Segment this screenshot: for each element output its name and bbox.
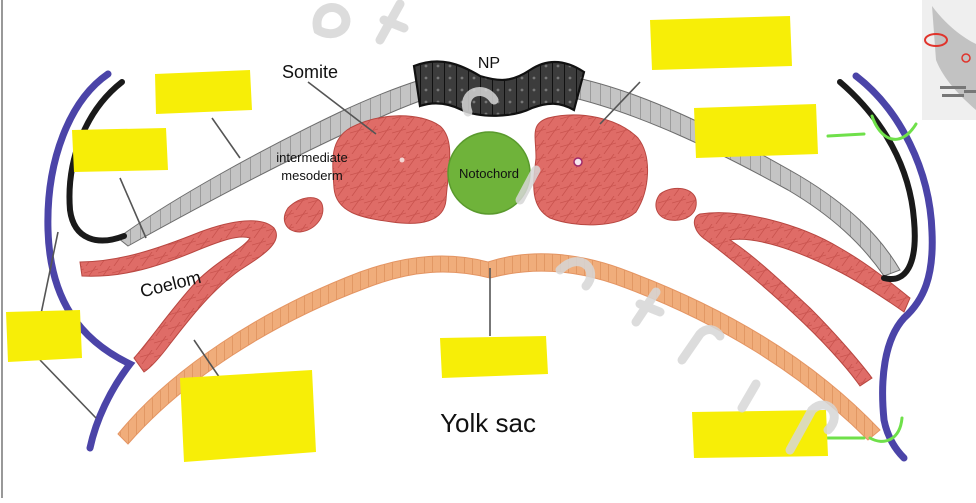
leader-box-left-lower bbox=[39, 359, 97, 419]
outer-membrane-blue-right bbox=[852, 72, 936, 462]
green-mark-upper-hook bbox=[870, 114, 918, 141]
leader-box-top-left bbox=[211, 117, 241, 159]
lateral-plate-mesoderm-right bbox=[693, 212, 911, 387]
leader-box-top-right bbox=[599, 81, 641, 125]
label-box-mid-left bbox=[72, 128, 168, 172]
label-box-right bbox=[694, 104, 818, 158]
somite-left bbox=[332, 115, 451, 224]
label-box-top-left bbox=[155, 70, 252, 114]
inset-highlight-circle bbox=[924, 33, 948, 47]
outer-membrane-black-left bbox=[66, 79, 127, 244]
label-box-center-bottom bbox=[440, 336, 548, 378]
lateral-plate-mesoderm-left bbox=[79, 220, 277, 373]
green-annotations bbox=[824, 114, 918, 443]
inset-thumbnail bbox=[922, 0, 976, 120]
leader-box-mid-left bbox=[119, 177, 147, 239]
label-notochord: Notochord bbox=[459, 166, 519, 181]
somitocoel-left bbox=[399, 157, 405, 163]
label-intermediate-line1: intermediate bbox=[276, 150, 348, 165]
label-cover-boxes bbox=[6, 16, 828, 462]
label-box-left bbox=[6, 310, 82, 362]
watermark bbox=[312, 0, 839, 455]
endoderm bbox=[117, 253, 881, 445]
somite-right bbox=[533, 114, 648, 226]
label-box-bottom-left bbox=[180, 370, 316, 462]
label-intermediate-line2: mesoderm bbox=[281, 168, 342, 183]
label-yolk-sac: Yolk sac bbox=[440, 408, 536, 438]
intermediate-mesoderm-right bbox=[655, 187, 697, 221]
somitocoel-right bbox=[573, 157, 583, 167]
leader-somite bbox=[307, 81, 377, 135]
outer-membrane-blue-left bbox=[44, 70, 136, 452]
green-mark-upper-line bbox=[826, 132, 866, 138]
label-somite: Somite bbox=[282, 62, 338, 82]
neural-plate bbox=[412, 60, 586, 117]
intermediate-mesoderm-left bbox=[284, 197, 324, 233]
label-np: NP bbox=[478, 55, 500, 72]
label-box-top-right bbox=[650, 16, 792, 70]
green-mark-lower-hook bbox=[868, 416, 904, 443]
